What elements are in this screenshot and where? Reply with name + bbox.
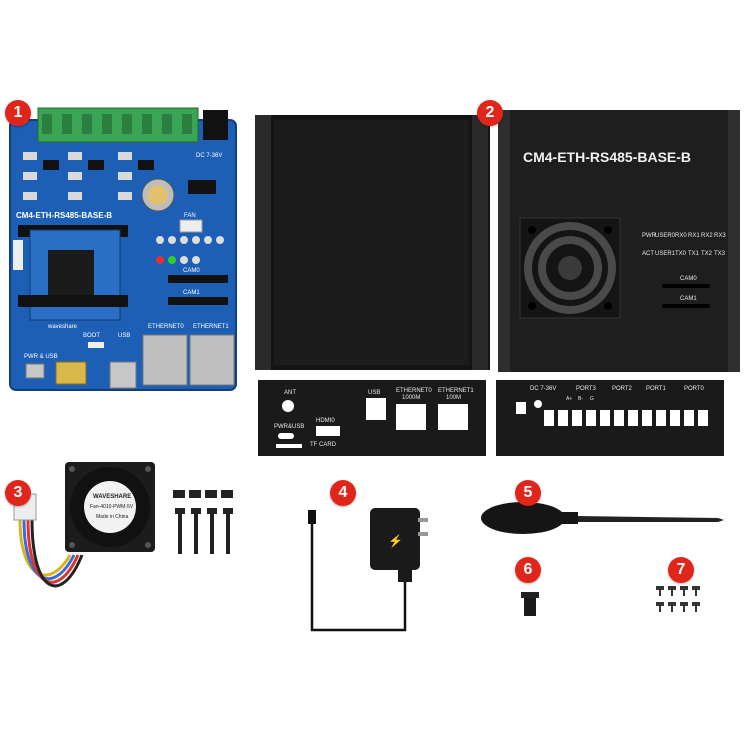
board-cam1-label: CAM1	[183, 290, 200, 296]
callout-badge-3: 3	[5, 480, 31, 506]
rear-panel-image: DC 7-36V PORT3 PORT2 PORT1 PORT0 A+ B- G	[496, 380, 724, 456]
fan-note: Made in China	[96, 514, 128, 520]
front-usb-label: USB	[368, 390, 380, 396]
rear-port-label: PORT3	[576, 386, 597, 392]
board-brand: waveshare	[47, 324, 78, 330]
rear-pin-label: B-	[578, 396, 583, 402]
led-label: USER1	[655, 251, 676, 257]
rear-dc-label: DC 7-36V	[530, 386, 556, 392]
board-fan-label: FAN	[184, 213, 196, 219]
led-label: PWR	[642, 233, 657, 239]
board-eth0-label: ETHERNET0	[148, 324, 184, 330]
svg-text:⚡: ⚡	[388, 534, 403, 548]
case-title: CM4-ETH-RS485-BASE-B	[523, 149, 691, 165]
front-ant-label: ANT	[284, 390, 296, 396]
led-label: ACT	[642, 251, 654, 257]
front-tf-label: TF CARD	[310, 442, 337, 448]
front-eth1-label: ETHERNET1	[438, 388, 474, 394]
rear-pin-label: A+	[566, 396, 572, 402]
small-screws-image	[656, 586, 700, 612]
power-adapter-image: ⚡	[308, 508, 428, 632]
standoff-image	[521, 592, 539, 616]
led-label: RX0	[675, 233, 687, 239]
fan-image: WAVESHARE Fan-4010-PWM-5V Made in China	[13, 462, 155, 588]
rear-pin-label: G	[590, 396, 594, 402]
board-cam0-label: CAM0	[183, 268, 200, 274]
front-hdmi-label: HDMI0	[316, 418, 335, 424]
rear-port-label: PORT2	[612, 386, 633, 392]
led-label: TX2	[701, 251, 713, 257]
fan-model: Fan-4010-PWM-5V	[90, 504, 134, 510]
callout-badge-1: 1	[5, 100, 31, 126]
case-cam1-label: CAM1	[680, 296, 697, 302]
front-panel-image: ANT USB ETHERNET0 1000M ETHERNET1 100M H…	[258, 380, 486, 456]
board-name: CM4-ETH-RS485-BASE-B	[16, 211, 112, 220]
rear-port-label: PORT0	[684, 386, 705, 392]
led-label: TX1	[688, 251, 700, 257]
callout-badge-4: 4	[330, 480, 356, 506]
board-pwr-usb-label: PWR & USB	[24, 354, 58, 360]
board-boot-label: BOOT	[83, 333, 100, 339]
board-usb-label: USB	[118, 333, 130, 339]
carrier-board-image: DC 7-36V CM4-ETH-RS485-BASE-B FAN CAM0 C…	[9, 107, 237, 391]
led-label: TX0	[675, 251, 687, 257]
led-label: RX3	[714, 233, 726, 239]
callout-badge-7: 7	[668, 557, 694, 583]
led-label: USER0	[655, 233, 676, 239]
led-label: RX1	[688, 233, 700, 239]
callout-badge-6: 6	[515, 557, 541, 583]
fan-screws-image	[173, 490, 233, 554]
front-eth0-label: ETHERNET0	[396, 388, 432, 394]
front-pwr-usb-label: PWR&USB	[274, 424, 304, 430]
rear-port-label: PORT1	[646, 386, 667, 392]
fan-brand: WAVESHARE	[93, 494, 131, 500]
board-dc-label: DC 7-36V	[196, 153, 222, 159]
board-eth1-label: ETHERNET1	[193, 324, 229, 330]
callout-badge-2: 2	[477, 100, 503, 126]
case-cam0-label: CAM0	[680, 276, 697, 282]
led-label: RX2	[701, 233, 713, 239]
led-label: TX3	[714, 251, 726, 257]
front-eth1-speed: 100M	[446, 395, 461, 401]
front-eth0-speed: 1000M	[402, 395, 420, 401]
screwdriver-image	[481, 502, 724, 534]
callout-badge-5: 5	[515, 480, 541, 506]
case-body-image: CM4-ETH-RS485-BASE-B PWR USER0 RX0 RX1 R…	[255, 110, 740, 372]
